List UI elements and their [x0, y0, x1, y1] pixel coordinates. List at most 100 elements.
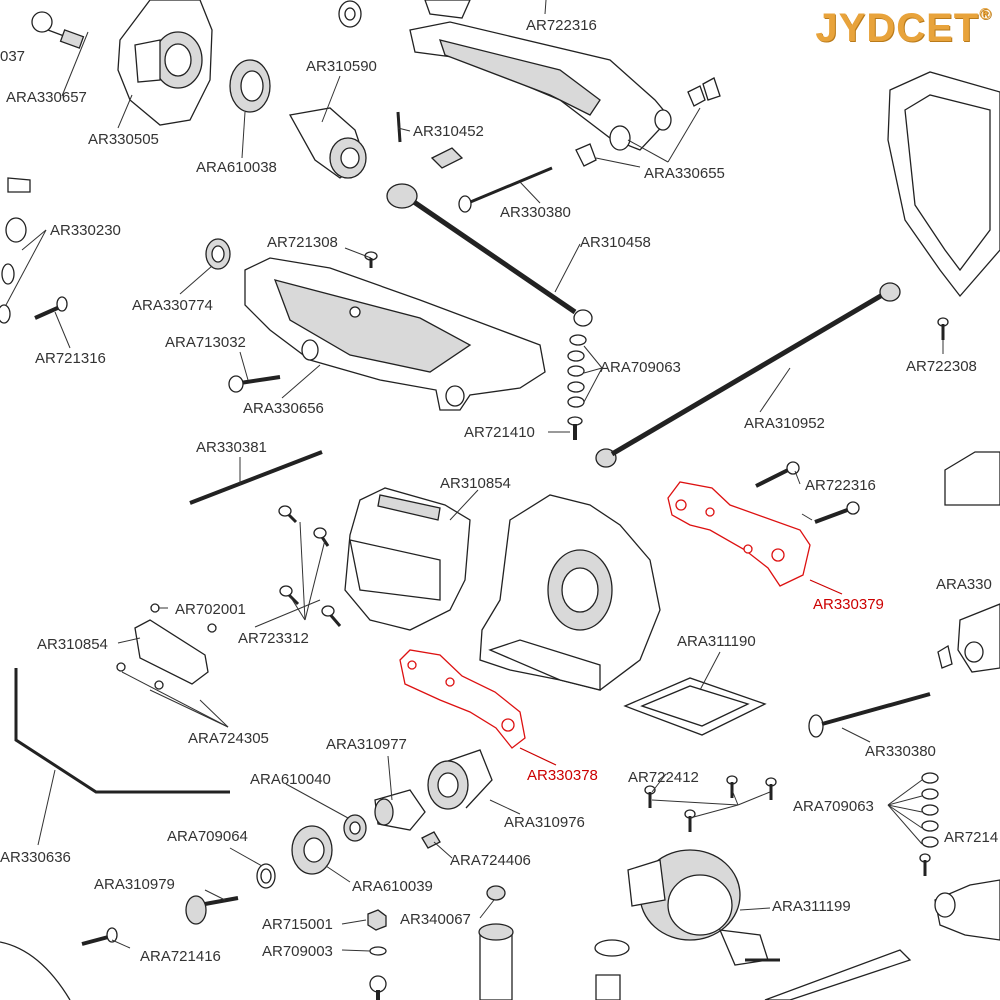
label-ar721410: AR721410 — [464, 424, 535, 441]
label-ar330230: AR330230 — [50, 222, 121, 239]
label-ar310590: AR310590 — [306, 58, 377, 75]
label-ara709063-top: ARA709063 — [600, 359, 681, 376]
label-ar310458: AR310458 — [580, 234, 651, 251]
gasket-part — [623, 677, 767, 736]
hinge-plate-front-part — [399, 649, 526, 749]
label-ara330657: ARA330657 — [6, 89, 87, 106]
small-screw-part — [364, 251, 378, 268]
label-ar702001: AR702001 — [175, 601, 246, 618]
pinion-gear-part — [185, 895, 239, 925]
pin-part — [396, 111, 464, 169]
label-ar330380-right: AR330380 — [865, 743, 936, 760]
label-ar310452: AR310452 — [413, 123, 484, 140]
bushing-part — [205, 238, 231, 270]
label-ara330656: ARA330656 — [243, 400, 324, 417]
driveshaft-part — [386, 183, 593, 327]
label-ar722308: AR722308 — [906, 358, 977, 375]
label-ara310979: ARA310979 — [94, 876, 175, 893]
rod-end-part — [0, 177, 31, 324]
label-ara709063-right: ARA709063 — [793, 798, 874, 815]
label-ar340067: AR340067 — [400, 911, 471, 928]
washer-part — [369, 946, 387, 956]
hinge-plate-rear-part — [667, 481, 811, 587]
label-ar715001: AR715001 — [262, 916, 333, 933]
washer-part — [256, 863, 276, 889]
label-ar721316: AR721316 — [35, 350, 106, 367]
washer-stack-part — [567, 334, 587, 408]
shock-part — [369, 885, 514, 1000]
part-labels: 037 ARA330657 AR330505 ARA610038 AR31059… — [0, 17, 998, 965]
knuckle-part — [117, 0, 213, 126]
label-ar709003: AR709003 — [262, 943, 333, 960]
gearbox-cover-part — [344, 487, 471, 631]
outdrive-part — [288, 107, 367, 179]
suspension-arm-right-part — [937, 603, 1000, 673]
gearbox-case-part — [479, 494, 661, 691]
label-ara610038: ARA610038 — [196, 159, 277, 176]
suspension-arm-bottom-right-part — [934, 879, 1000, 941]
label-ara330-right: ARA330 — [936, 576, 992, 593]
mount-part — [116, 603, 217, 690]
label-ara724406: ARA724406 — [450, 852, 531, 869]
body-panel-part — [887, 71, 1000, 298]
washer-stack-part — [919, 772, 939, 876]
label-ar722316-top: AR722316 — [526, 17, 597, 34]
ball-stud-part — [31, 11, 85, 49]
nut-part — [367, 909, 387, 931]
registered-mark: ® — [979, 6, 992, 23]
suspension-arm-top-part — [409, 0, 672, 151]
label-ar330380-top: AR330380 — [500, 204, 571, 221]
brand-logo: JYDCET® — [815, 6, 992, 51]
leader-lines — [5, 0, 944, 952]
brand-name: JYDCET — [815, 6, 980, 50]
hinge-pin-part — [189, 450, 323, 505]
long-driveshaft-part — [595, 282, 901, 468]
label-ara311190: ARA311190 — [677, 633, 756, 650]
screw-set-part — [755, 461, 860, 524]
bearing-part — [291, 825, 333, 875]
screw-part — [937, 317, 949, 340]
label-ara610040: ARA610040 — [250, 771, 331, 788]
label-ar330378: AR330378 — [527, 767, 598, 784]
label-ara311199: ARA311199 — [772, 898, 851, 915]
label-ar330379: AR330379 — [813, 596, 884, 613]
label-ara610039: ARA610039 — [352, 878, 433, 895]
label-ara724305: ARA724305 — [188, 730, 269, 747]
bearing-part — [343, 814, 367, 842]
clip-part — [575, 77, 721, 167]
label-ara310952: ARA310952 — [744, 415, 825, 432]
label-ara310976: ARA310976 — [504, 814, 585, 831]
label-ara709064: ARA709064 — [167, 828, 248, 845]
suspension-arm-lower-part — [244, 257, 546, 411]
label-ara330655: ARA330655 — [644, 165, 725, 182]
washer-part — [338, 0, 362, 28]
screw-part — [34, 296, 68, 320]
hinge-pin-part — [808, 692, 931, 738]
diff-cup-part — [427, 749, 493, 810]
outdrive-part — [374, 789, 426, 831]
label-ara721416: ARA721416 — [140, 948, 221, 965]
screw-part — [567, 416, 583, 440]
differential-part — [627, 849, 780, 966]
label-ar721308: AR721308 — [267, 234, 338, 251]
label-037: 037 — [0, 48, 25, 65]
screw-set-part — [278, 505, 342, 627]
label-ara713032: ARA713032 — [165, 334, 246, 351]
label-ar723312: AR723312 — [238, 630, 309, 647]
screw-part — [0, 927, 118, 1000]
label-ar330381: AR330381 — [196, 439, 267, 456]
label-ar330505: AR330505 — [88, 131, 159, 148]
bearing-part — [229, 59, 271, 113]
label-ar722316-right: AR722316 — [805, 477, 876, 494]
hinge-pin-part — [458, 166, 553, 213]
o-ring-part — [594, 939, 912, 1000]
highlight-leader-lines — [519, 579, 843, 766]
label-ara310977: ARA310977 — [326, 736, 407, 753]
label-ar310854-center: AR310854 — [440, 475, 511, 492]
label-ara330774: ARA330774 — [132, 297, 213, 314]
label-ar310854-left: AR310854 — [37, 636, 108, 653]
label-ar722412: AR722412 — [628, 769, 699, 786]
label-ar330636: AR330636 — [0, 849, 71, 866]
screw-part — [228, 375, 281, 393]
